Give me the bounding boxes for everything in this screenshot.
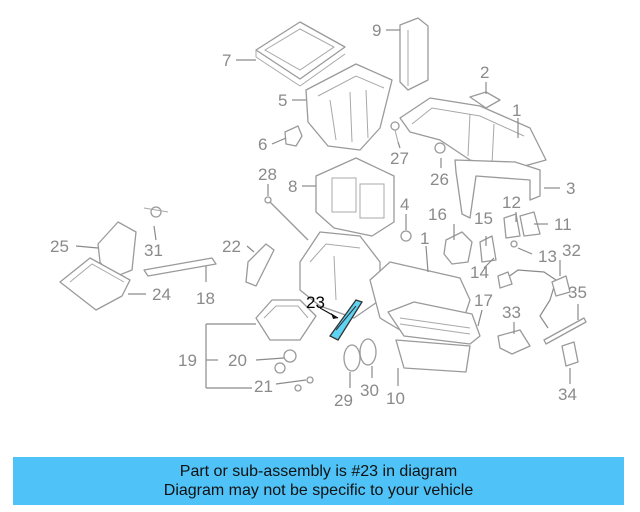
part-31-screw <box>143 206 169 218</box>
part-24-tray <box>59 257 131 311</box>
label-21: 21 <box>254 377 273 396</box>
label-13: 13 <box>538 247 557 266</box>
part-4-fastener <box>400 230 412 242</box>
label-29: 29 <box>334 391 353 410</box>
label-31: 31 <box>144 241 163 260</box>
label-9: 9 <box>372 21 381 40</box>
part-18-strip <box>143 257 217 277</box>
part-1-duct <box>399 97 547 219</box>
part-9-panel <box>399 17 429 91</box>
part-27-screw <box>390 121 400 143</box>
label-30: 30 <box>360 381 379 400</box>
label-12: 12 <box>502 193 521 212</box>
part-23-highlighted <box>329 299 363 341</box>
label-32: 32 <box>562 241 581 260</box>
part-22-clip <box>245 243 275 287</box>
part-5-upper-case <box>305 63 393 151</box>
caption-banner: Part or sub-assembly is #23 in diagram D… <box>13 457 624 505</box>
part-11-relay <box>519 211 541 237</box>
label-23[interactable]: 23 <box>306 293 325 312</box>
label-1-upper: 1 <box>512 101 521 120</box>
label-7: 7 <box>222 51 231 70</box>
part-34-clip <box>561 341 579 367</box>
leader-lines <box>75 29 579 389</box>
label-2: 2 <box>480 63 489 82</box>
label-18: 18 <box>196 289 215 308</box>
label-19: 19 <box>178 351 197 370</box>
label-20: 20 <box>228 351 247 370</box>
label-25: 25 <box>50 237 69 256</box>
label-6: 6 <box>258 135 267 154</box>
label-1-lower: 1 <box>420 229 429 248</box>
part-13-pin <box>510 240 518 248</box>
part-6-clip <box>284 125 303 147</box>
part-7-filter <box>255 21 346 87</box>
part-20-grommet <box>274 349 297 374</box>
part-12-switch <box>503 213 521 239</box>
label-14: 14 <box>470 263 489 282</box>
label-34: 34 <box>558 385 577 404</box>
caption-line-1: Part or sub-assembly is #23 in diagram <box>179 463 458 480</box>
part-8-blower-housing <box>315 157 395 237</box>
label-15: 15 <box>474 209 493 228</box>
label-28: 28 <box>258 165 277 184</box>
part-30-disc <box>359 338 377 366</box>
label-3: 3 <box>566 179 575 198</box>
label-33: 33 <box>502 303 521 322</box>
part-32-harness <box>497 269 571 329</box>
part-35-rod <box>543 317 587 345</box>
label-35: 35 <box>568 283 587 302</box>
label-5: 5 <box>278 91 287 110</box>
label-10: 10 <box>386 389 405 408</box>
label-8: 8 <box>288 177 297 196</box>
label-22: 22 <box>222 237 241 256</box>
label-11: 11 <box>554 215 572 234</box>
caption-line-2: Diagram may not be specific to your vehi… <box>163 482 474 499</box>
part-16-actuator <box>443 231 473 265</box>
part-28-rod <box>264 196 309 241</box>
parts-diagram: 7 9 2 5 1 6 27 26 8 3 28 4 12 11 16 15 1… <box>50 17 587 410</box>
part-15-sensor <box>479 235 497 263</box>
label-26: 26 <box>430 170 449 189</box>
label-24: 24 <box>152 285 171 304</box>
part-2-bracket <box>469 91 501 109</box>
label-16: 16 <box>428 205 447 224</box>
part-17-evaporator <box>387 301 481 373</box>
label-4: 4 <box>400 195 409 214</box>
part-26-grommet <box>434 142 446 154</box>
part-19-filter <box>255 299 317 341</box>
part-21-screw <box>294 376 314 392</box>
part-33-bracket <box>497 329 531 355</box>
label-17: 17 <box>474 291 493 310</box>
part-29-disc <box>343 344 361 372</box>
part-25-mount <box>97 221 137 279</box>
label-27: 27 <box>390 149 409 168</box>
